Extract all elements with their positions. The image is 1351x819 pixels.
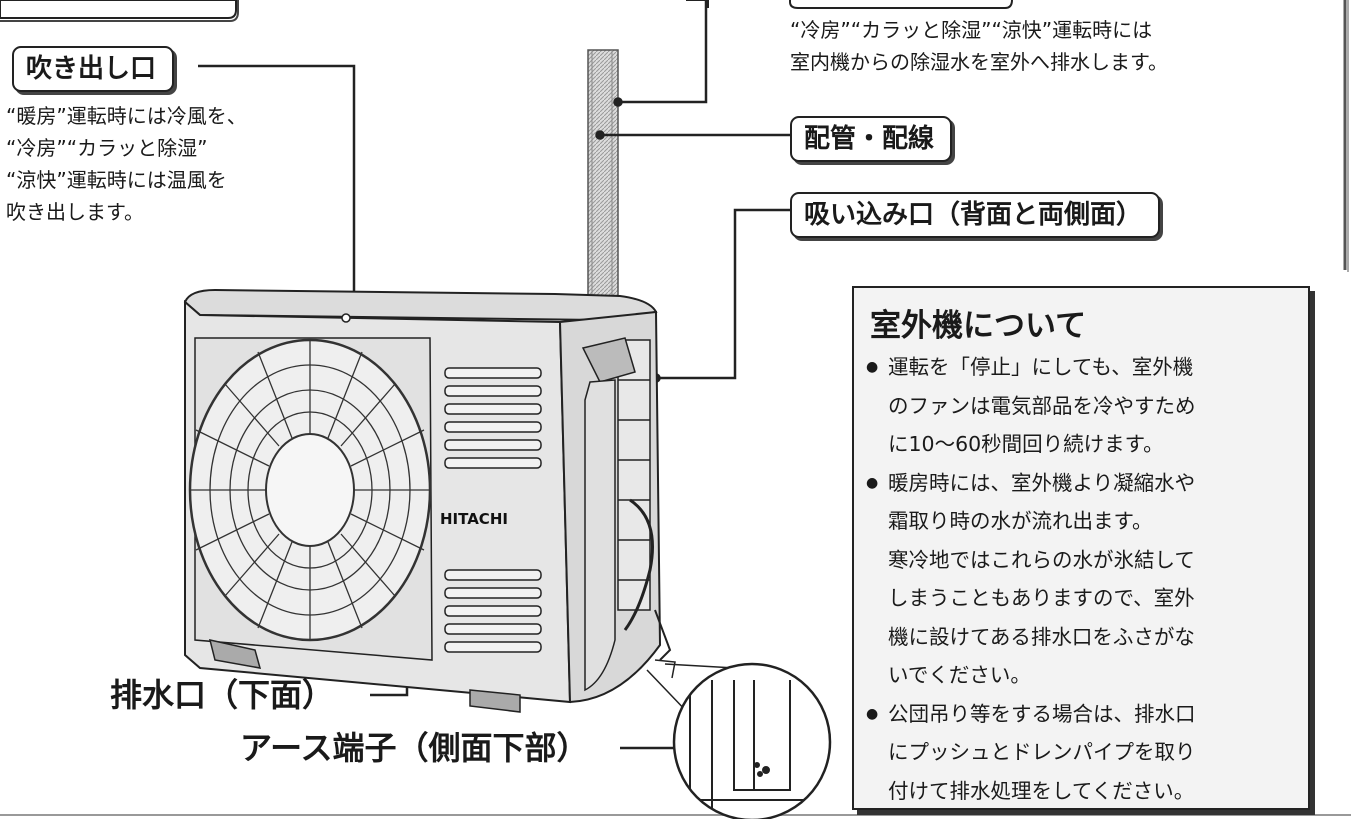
earth-terminal-label: アース端子（側面下部） (240, 729, 589, 767)
info-bullet: 運転を「停止」にしても、室外機 のファンは電気部品を冷やすため に10〜60秒間… (866, 348, 1300, 464)
outdoor-unit (183, 288, 676, 713)
outlet-label: 吹き出し口 (12, 46, 175, 92)
front-vents (444, 367, 542, 653)
piping-label: 配管・配線 (790, 116, 953, 162)
info-bullet: 公団吊り等をする場合は、排水口 にプッシュとドレンパイプを取り 付けて排水処理を… (866, 695, 1300, 811)
fan-grille (188, 338, 432, 642)
earth-terminal-zoom (672, 662, 832, 819)
drain-outlet-label: 排水口（下面） (110, 676, 335, 714)
info-box-list: 運転を「停止」にしても、室外機 のファンは電気部品を冷やすため に10〜60秒間… (866, 348, 1300, 810)
info-box: 室外機について 運転を「停止」にしても、室外機 のファンは電気部品を冷やすため … (852, 286, 1310, 810)
brand-logo: HITACHI (440, 510, 508, 528)
piping (587, 49, 619, 316)
drain-hose-description: “冷房”“カラッと除湿”“涼快”運転時には 室内機からの除湿水を室外へ排水します… (790, 18, 1168, 74)
section-title-fragment (0, 0, 239, 22)
info-bullet: 暖房時には、室外機より凝縮水や 霜取り時の水が流れ出ます。 寒冷地ではこれらの水… (866, 464, 1300, 695)
outlet-description: “暖房”運転時には冷風を、 “冷房”“カラッと除湿” “涼快”運転時には温風を … (6, 104, 247, 224)
intake-label: 吸い込み口（背面と両側面） (790, 192, 1161, 238)
side-grille (581, 337, 672, 692)
info-box-title: 室外機について (870, 308, 1087, 344)
